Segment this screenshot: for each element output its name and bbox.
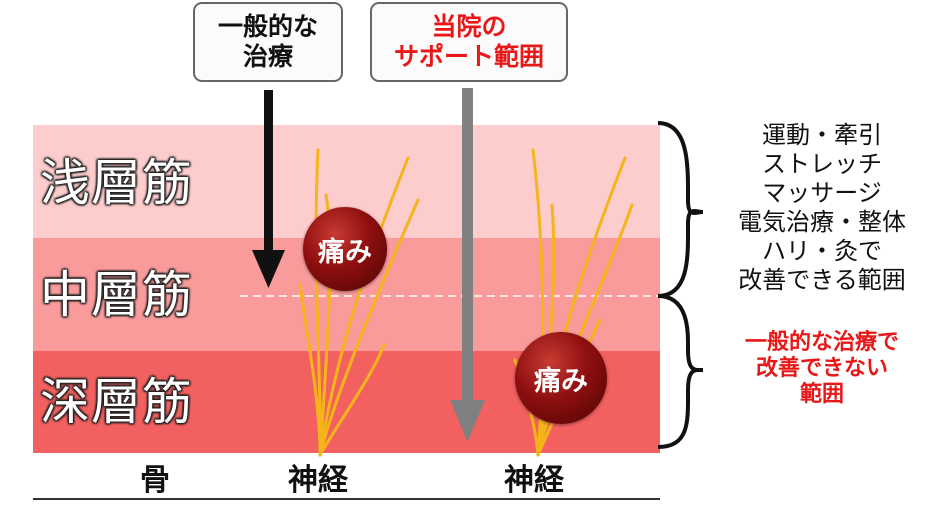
nerve-label-right: 神経 [504, 463, 564, 498]
treatable-line-2: ストレッチ [762, 150, 882, 178]
pain-badge-middle: 痛み [303, 207, 387, 291]
bone-line [33, 498, 660, 500]
pain-badge-deep: 痛み [515, 332, 607, 424]
nerve-label-left: 神経 [288, 463, 348, 498]
treatable-range-brace [657, 121, 704, 298]
bone-label: 骨 [140, 463, 170, 498]
clinic-support-box: 当院の サポート範囲 [370, 2, 568, 82]
treatable-line-1: 運動・牽引 [762, 121, 882, 149]
general-treatment-line-2: 治療 [242, 42, 293, 71]
untreatable-range-brace [657, 294, 704, 449]
general-treatment-box: 一般的な 治療 [193, 2, 343, 82]
treatable-line-6: 改善できる範囲 [738, 266, 906, 294]
nerve-bundle-left [298, 148, 420, 457]
general-treatment-arrow [252, 90, 285, 288]
untreatable-line-2: 改善できない [755, 356, 888, 381]
treatable-line-4: 電気治療・整体 [738, 208, 906, 236]
clinic-support-line-2: サポート範囲 [393, 42, 544, 71]
middle-muscle-label: 中層筋 [40, 266, 193, 324]
clinic-support-arrow [450, 88, 485, 442]
untreatable-line-3: 範囲 [799, 382, 844, 407]
deep-muscle-label: 深層筋 [40, 373, 193, 431]
clinic-support-line-1: 当院の [431, 12, 507, 41]
general-treatment-line-1: 一般的な [217, 12, 318, 41]
untreatable-range-note: 一般的な治療で 改善できない 範囲 [706, 330, 938, 408]
treatable-line-3: マッサージ [762, 179, 882, 207]
treatable-range-note: 運動・牽引 ストレッチ マッサージ 電気治療・整体 ハリ・灸で 改善できる範囲 [706, 121, 938, 295]
untreatable-line-1: 一般的な治療で [744, 330, 899, 355]
superficial-muscle-label: 浅層筋 [40, 154, 193, 212]
treatable-line-5: ハリ・灸で [762, 237, 882, 265]
